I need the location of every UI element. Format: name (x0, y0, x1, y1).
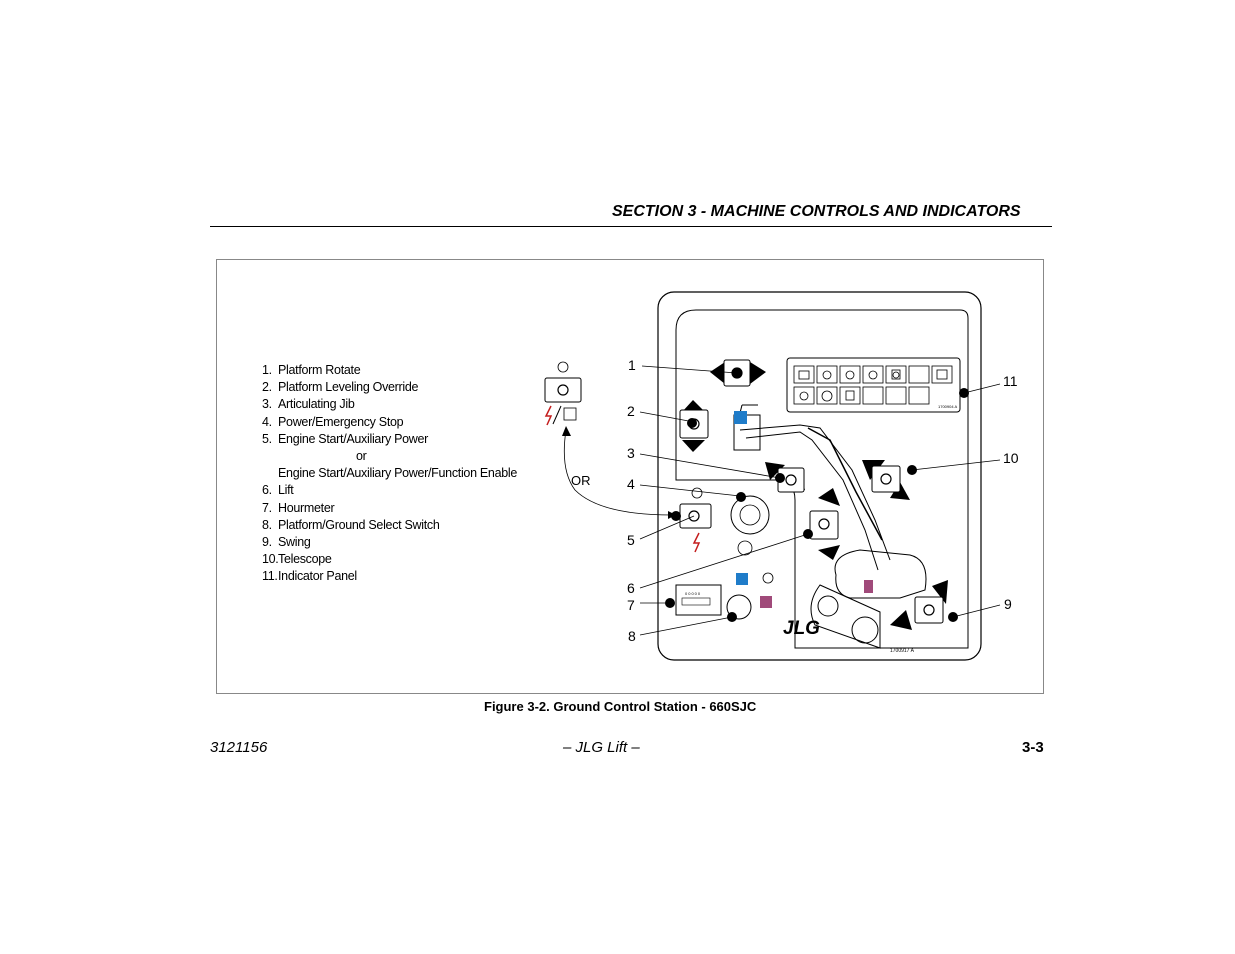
magenta-indicator-boom (864, 580, 873, 593)
drawing-code: 1700917 A (890, 648, 914, 654)
legend-item: 1.Platform Rotate (262, 363, 361, 377)
leader-lines (639, 365, 1001, 636)
lightning-icon (692, 532, 701, 553)
callout-2: 2 (627, 403, 635, 419)
legend-or: or (356, 449, 367, 464)
panel-code: 1700904 A (938, 404, 958, 409)
callout-1: 1 (628, 357, 636, 373)
jlg-logo: JLG (783, 618, 820, 639)
legend-item: 2.Platform Leveling Override (262, 380, 419, 395)
lightning-icon (544, 405, 553, 426)
legend-item: 10.Telescope (262, 552, 332, 567)
blue-indicator-bottom (736, 573, 748, 585)
callout-7: 7 (627, 597, 635, 613)
callout-9: 9 (1004, 596, 1012, 612)
header-rule (210, 226, 1052, 227)
legend-item: 11.Indicator Panel (262, 569, 357, 584)
callout-6: 6 (627, 580, 635, 596)
indicator-panel (786, 357, 961, 413)
callout-11: 11 (1003, 373, 1018, 389)
boom-sketch (733, 404, 927, 649)
legend-item: 9.Swing (262, 535, 311, 550)
callout-3: 3 (627, 445, 635, 461)
callout-8: 8 (628, 628, 636, 644)
legend-item: 5.Engine Start/Auxiliary Power (262, 431, 429, 446)
callout-10: 10 (1003, 450, 1019, 466)
footer-page-number: 3-3 (1022, 739, 1044, 756)
callout-5: 5 (627, 532, 635, 548)
legend-item: 3.Articulating Jib (262, 397, 355, 412)
footer-title: – JLG Lift – (563, 739, 640, 756)
footer-doc-number: 3121156 (210, 739, 268, 756)
legend-list: 1.Platform Rotate 2.Platform Leveling Ov… (262, 362, 517, 586)
magenta-indicator-bottom (760, 596, 772, 608)
callout-4: 4 (627, 476, 635, 492)
legend-item: 7.Hourmeter (262, 500, 335, 515)
legend-item: 8.Platform/Ground Select Switch (262, 517, 440, 532)
or-label: OR (571, 473, 591, 488)
section-header: SECTION 3 - MACHINE CONTROLS AND INDICAT… (612, 203, 1021, 220)
blue-indicator-top (734, 411, 747, 424)
hourmeter-digits: 00000 (685, 591, 702, 596)
figure-caption: Figure 3-2. Ground Control Station - 660… (484, 699, 757, 714)
figure-frame (216, 259, 1044, 694)
callout-dots (665, 368, 969, 622)
legend-alt-label: Engine Start/Auxiliary Power/Function En… (278, 466, 518, 481)
legend-item: 6.Lift (262, 483, 294, 498)
legend-item: 4.Power/Emergency Stop (262, 414, 404, 429)
